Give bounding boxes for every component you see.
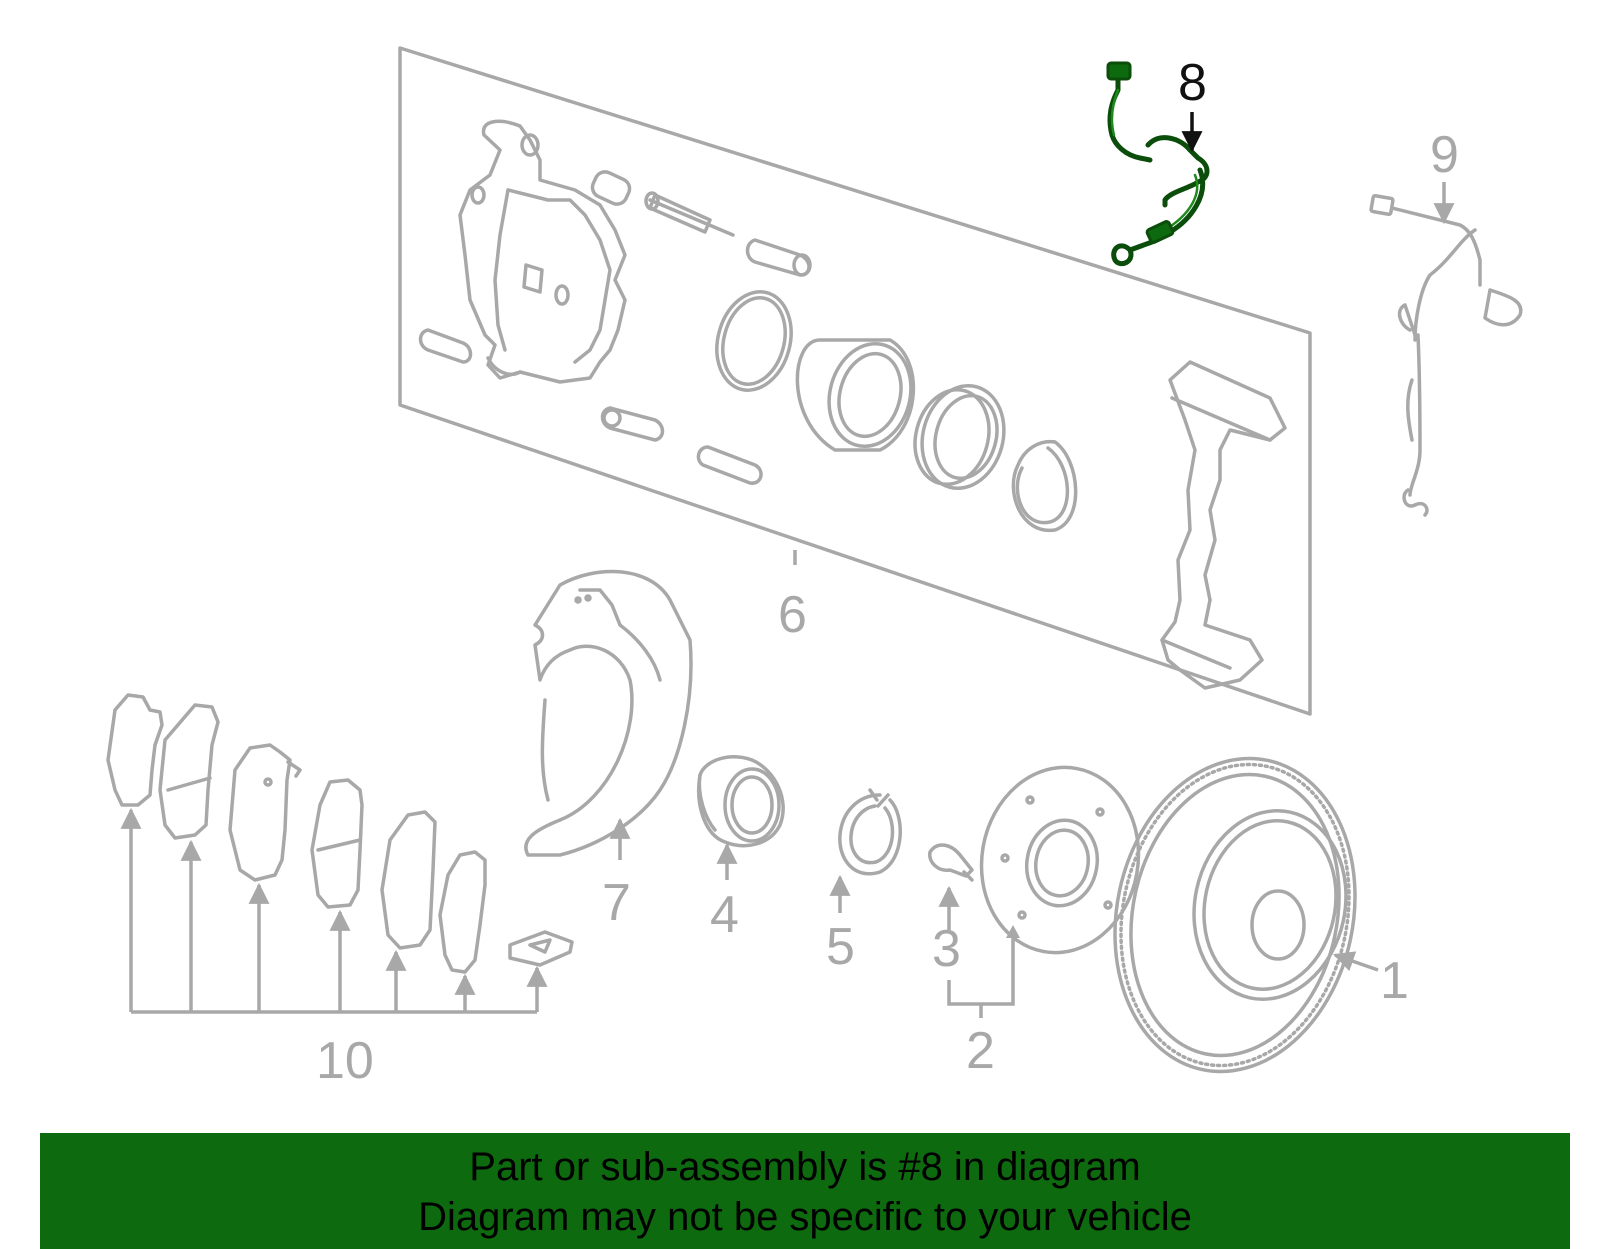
caliper-bracket xyxy=(1160,360,1287,690)
brake-pad-6 xyxy=(438,850,487,974)
svg-text:4: 4 xyxy=(710,886,739,944)
caliper-bolt-cap-left xyxy=(418,328,473,364)
callout-6: 6 xyxy=(778,550,807,644)
svg-text:9: 9 xyxy=(1430,126,1459,184)
callout-10: 10 xyxy=(120,807,548,1090)
svg-text:8: 8 xyxy=(1178,54,1207,112)
svg-text:6: 6 xyxy=(778,586,807,644)
bleeder-screw xyxy=(600,406,665,442)
svg-text:5: 5 xyxy=(826,918,855,976)
banner-line-2: Diagram may not be specific to your vehi… xyxy=(418,1195,1192,1239)
brake-pad-4 xyxy=(310,778,364,909)
wheel-hub xyxy=(979,765,1141,955)
svg-text:2: 2 xyxy=(966,1022,995,1080)
brake-hose-highlighted xyxy=(1106,61,1210,267)
banner-line-1: Part or sub-assembly is #8 in diagram xyxy=(469,1145,1141,1189)
brake-rotor xyxy=(1113,756,1357,1074)
retaining-ring xyxy=(1011,439,1078,532)
pad-wear-indicator-clip xyxy=(508,930,574,967)
callout-7: 7 xyxy=(602,817,631,932)
callout-8: 8 xyxy=(1178,54,1207,153)
caliper-assembly-panel xyxy=(398,46,1312,716)
brake-pad-1 xyxy=(106,693,164,807)
callout-2: 2 xyxy=(947,925,1020,1080)
dust-boot xyxy=(913,383,1006,491)
svg-text:1: 1 xyxy=(1380,952,1409,1010)
caliper-bolt-cap-top xyxy=(590,170,632,206)
callout-3: 3 xyxy=(932,885,961,978)
svg-text:7: 7 xyxy=(602,874,631,932)
dust-splash-shield xyxy=(524,569,693,857)
callout-1: 1 xyxy=(1333,951,1409,1010)
caliper-body xyxy=(458,119,627,384)
wheel-bearing xyxy=(697,755,785,848)
callout-4: 4 xyxy=(710,842,739,944)
piston xyxy=(795,338,916,452)
brake-pad-2 xyxy=(158,703,220,840)
svg-text:10: 10 xyxy=(316,1032,374,1090)
brake-pad-5 xyxy=(380,810,437,950)
guide-pin-lower xyxy=(696,445,763,485)
callout-9: 9 xyxy=(1430,126,1459,225)
piston-seal xyxy=(715,290,793,392)
svg-text:3: 3 xyxy=(932,920,961,978)
wheel-stud xyxy=(928,843,974,882)
brake-pad-3 xyxy=(228,743,302,882)
caliper-bolt-cap-mid xyxy=(745,238,812,277)
snap-ring xyxy=(838,788,902,876)
callout-5: 5 xyxy=(826,874,855,976)
caliper-guide-pin xyxy=(644,191,735,237)
abs-wheel-speed-sensor xyxy=(1369,193,1523,517)
part-info-banner: Part or sub-assembly is #8 in diagram Di… xyxy=(40,1133,1570,1249)
